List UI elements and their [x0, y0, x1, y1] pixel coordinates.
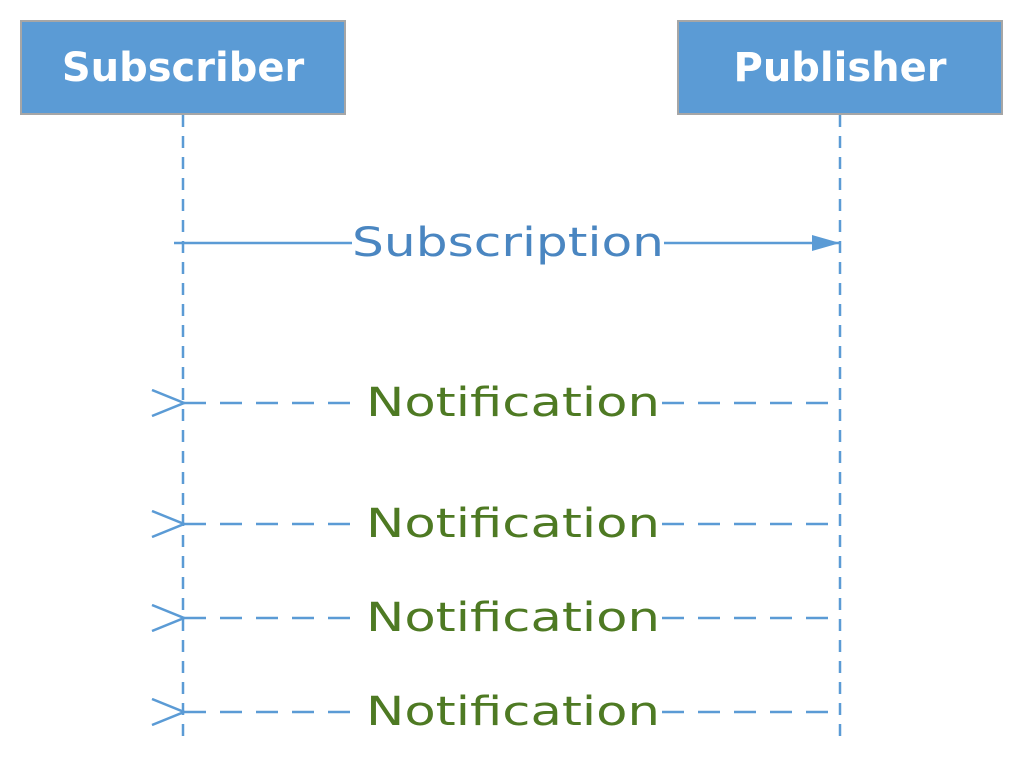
notification-message: Notification: [184, 689, 840, 735]
notification-message: Notification: [184, 595, 840, 641]
subscription-label: Subscription: [352, 220, 664, 266]
notification-label: Notification: [366, 595, 660, 641]
publisher-box: Publisher: [677, 20, 1003, 115]
publisher-label: Publisher: [734, 45, 947, 91]
subscription-message: Subscription: [174, 220, 840, 266]
subscriber-box: Subscriber: [20, 20, 346, 115]
notification-label: Notification: [366, 380, 660, 426]
subscriber-label: Subscriber: [62, 45, 305, 91]
notification-message: Notification: [184, 380, 840, 426]
notification-label: Notification: [366, 689, 660, 735]
notification-message: Notification: [184, 501, 840, 547]
notification-label: Notification: [366, 501, 660, 547]
